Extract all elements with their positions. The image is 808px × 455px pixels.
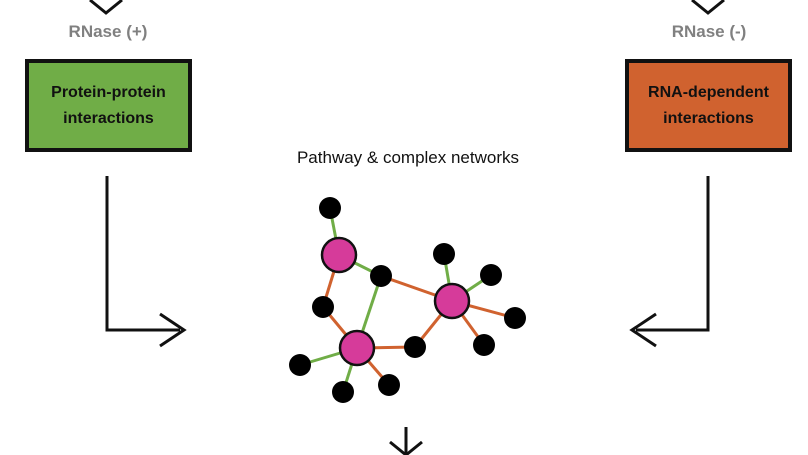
network-title: Pathway & complex networks (296, 148, 520, 167)
hub-node (320, 236, 358, 274)
leaf-node (370, 265, 392, 287)
leaf-node (312, 296, 334, 318)
right-connector-arrowhead (629, 312, 657, 348)
leaf-node (378, 374, 400, 396)
leaf-node (480, 264, 502, 286)
leaf-node (404, 336, 426, 358)
protein-protein-line1: Protein-protein (51, 83, 166, 101)
bottom-arrow-head (389, 440, 423, 455)
rna-dependent-line1: RNA-dependent (648, 83, 769, 101)
right-top-arrowhead (691, 0, 725, 15)
left-top-arrowhead (89, 0, 123, 15)
network-leaf-nodes (289, 197, 526, 403)
leaf-node (319, 197, 341, 219)
rna-dependent-line2: interactions (663, 109, 754, 127)
left-connector-line (105, 176, 180, 332)
network-hub-nodes (320, 236, 471, 367)
leaf-node (473, 334, 495, 356)
protein-protein-line2: interactions (63, 109, 154, 127)
leaf-node (433, 243, 455, 265)
hub-node (338, 329, 376, 367)
network-edges (299, 207, 516, 393)
protein-protein-box: Protein-protein interactions (25, 59, 192, 152)
rnase-plus-label: RNase (+) (68, 22, 148, 41)
rna-dependent-box: RNA-dependent interactions (625, 59, 792, 152)
leaf-node (332, 381, 354, 403)
leaf-node (289, 354, 311, 376)
rnase-minus-label: RNase (-) (671, 22, 747, 41)
leaf-node (504, 307, 526, 329)
right-connector-line (636, 176, 710, 332)
left-connector-arrowhead (159, 312, 187, 348)
hub-node (433, 282, 471, 320)
